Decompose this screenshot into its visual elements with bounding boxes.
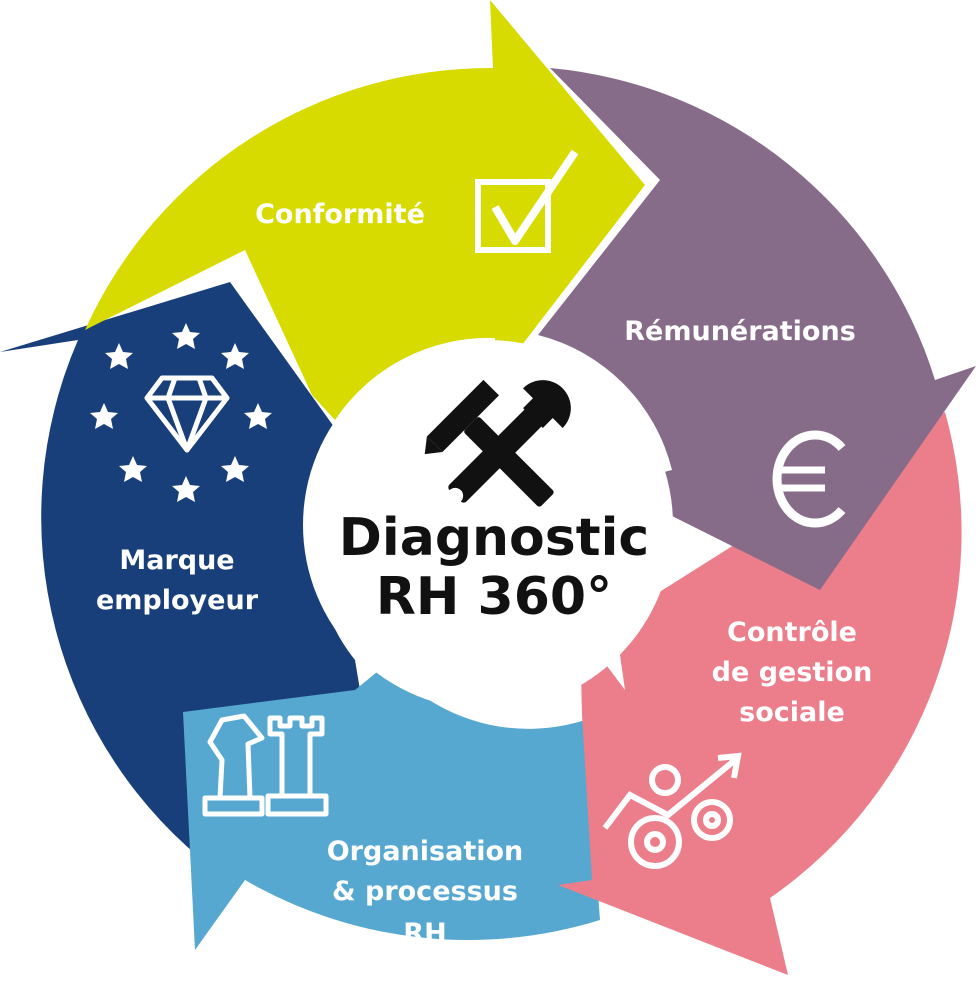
checkbox-check-icon — [475, 149, 579, 253]
center-circle — [303, 340, 673, 710]
segment-controle-label-3: sociale — [739, 697, 845, 728]
segment-organisation-label-3: RH — [403, 918, 446, 949]
segment-marque-label-1: Marque — [119, 545, 234, 576]
segment-organisation-arrow — [183, 645, 600, 950]
segment-remunerations-label: Rémunérations — [624, 316, 856, 347]
euro-icon — [772, 430, 846, 528]
segment-organisation-label-2: & processus — [332, 876, 518, 907]
center-title-line1: Diagnostic — [339, 508, 650, 568]
gears-growth-icon — [602, 752, 742, 869]
segment-organisation-label-1: Organisation — [327, 836, 524, 867]
diamond-stars-icon — [90, 323, 272, 502]
segment-marque-label-2: employeur — [96, 585, 259, 616]
segment-conformite-arrow — [85, 0, 645, 420]
chess-pieces-icon — [202, 713, 329, 817]
hammer-wrench-icon — [424, 379, 571, 507]
segment-conformite-label: Conformité — [255, 199, 425, 230]
center-title-line2: RH 360° — [376, 567, 612, 627]
segment-controle-label-1: Contrôle — [727, 617, 857, 648]
segment-remunerations-arrow — [538, 68, 976, 590]
segment-controle-label-2: de gestion — [712, 657, 873, 688]
